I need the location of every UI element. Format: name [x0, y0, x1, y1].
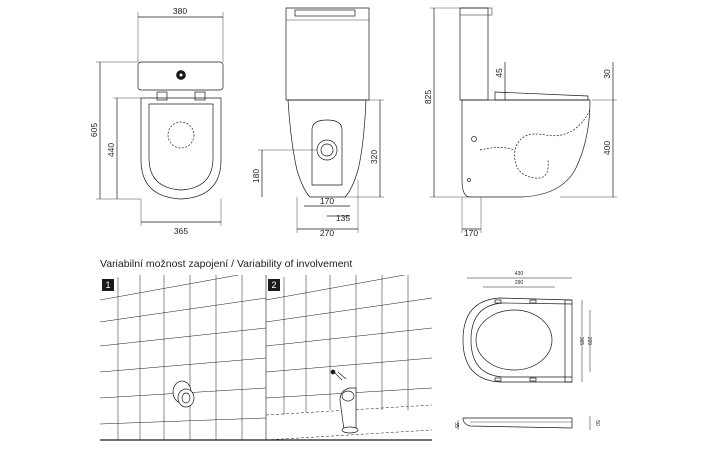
dim-seat-depth: 365: [578, 337, 584, 346]
dim-tank-height: 605: [89, 123, 99, 137]
bowl-side-outline: [461, 99, 591, 198]
seat-bumper-2: [529, 299, 537, 304]
variant-2-arrow-icon: [334, 371, 347, 381]
seat-detail: [457, 277, 591, 430]
drain-hole-hidden-line: [167, 121, 195, 149]
variant-2-panel: [265, 275, 432, 441]
variant-1-tiles: [100, 275, 266, 440]
seat-profile: [462, 417, 573, 429]
variant-1-panel: [100, 275, 266, 441]
side-view: [430, 7, 617, 233]
variant-2-floor-pipe: [339, 387, 357, 431]
seat-hinge-bar: [564, 299, 573, 383]
dim-seat-inner-depth: 220: [586, 337, 592, 346]
variant-2-arrow-tip: [330, 369, 336, 375]
seat-top-opening: [475, 309, 553, 371]
dim-bowl-depth: 440: [106, 143, 116, 157]
lid-side-outline: [460, 7, 493, 16]
tank-side-outline: [459, 7, 489, 101]
seat-side-outline: [494, 91, 589, 101]
dim-outlet-width: 170: [320, 196, 334, 206]
tank-top-outline: [137, 61, 224, 91]
variant-2-pipe-top: [341, 390, 355, 402]
bowl-front-outline: [287, 99, 367, 198]
outlet-pipe-outer: [316, 139, 338, 161]
trap-hidden-line: [479, 109, 591, 179]
section-title: Variabilní možnost zapojení / Variabilit…: [100, 258, 353, 270]
outlet-frame: [311, 119, 343, 186]
dim-top-width: 380: [173, 6, 187, 16]
variant-1-badge: 1: [102, 279, 114, 291]
dim-outlet-depth: 170: [464, 228, 478, 238]
seat-top-outer: [462, 297, 573, 383]
dim-base-width: 270: [320, 228, 334, 238]
dim-outlet-offset: 135: [336, 213, 350, 223]
dim-seat-profile-height: 50: [594, 420, 600, 426]
seat-bumper-1: [494, 299, 502, 304]
dim-rim-height: 400: [602, 141, 612, 155]
front-view: [258, 7, 384, 233]
tank-front-outline: [285, 7, 370, 101]
seat-hinge-right: [194, 91, 206, 101]
dim-outlet-height-side: 320: [369, 150, 379, 164]
seat-top-rim: [470, 302, 573, 378]
dim-outlet-height-front: 180: [251, 169, 261, 183]
flush-button-center: [179, 73, 183, 77]
dim-total-height: 825: [423, 90, 433, 104]
variant-2-badge: 2: [268, 279, 280, 291]
dim-seat-gap: 45: [494, 68, 504, 78]
outlet-pipe-inner: [320, 143, 334, 157]
seat-hinge-left: [156, 91, 168, 101]
bowl-outer-outline: [140, 97, 222, 200]
lid-front-outline: [294, 9, 356, 17]
variant-2-pipe-base: [341, 426, 359, 434]
seat-bumper-4: [529, 377, 537, 382]
dim-seat-outer-width: 430: [515, 271, 524, 277]
top-view: [96, 12, 224, 226]
dim-seat-thickness: 30: [602, 69, 612, 79]
variant-1-outlet-pipe: [177, 388, 195, 408]
dim-seat-profile-small: 35: [453, 422, 459, 428]
variant-2-tiles: [266, 275, 432, 440]
fixing-hole-upper: [471, 136, 477, 142]
dim-seat-inner-width: 290: [515, 280, 524, 286]
dim-bowl-width: 365: [174, 226, 188, 236]
seat-inner-outline: [148, 103, 214, 191]
seat-bumper-3: [494, 377, 502, 382]
variant-1-outlet-inner: [181, 392, 191, 404]
fixing-hole-lower: [467, 178, 471, 182]
